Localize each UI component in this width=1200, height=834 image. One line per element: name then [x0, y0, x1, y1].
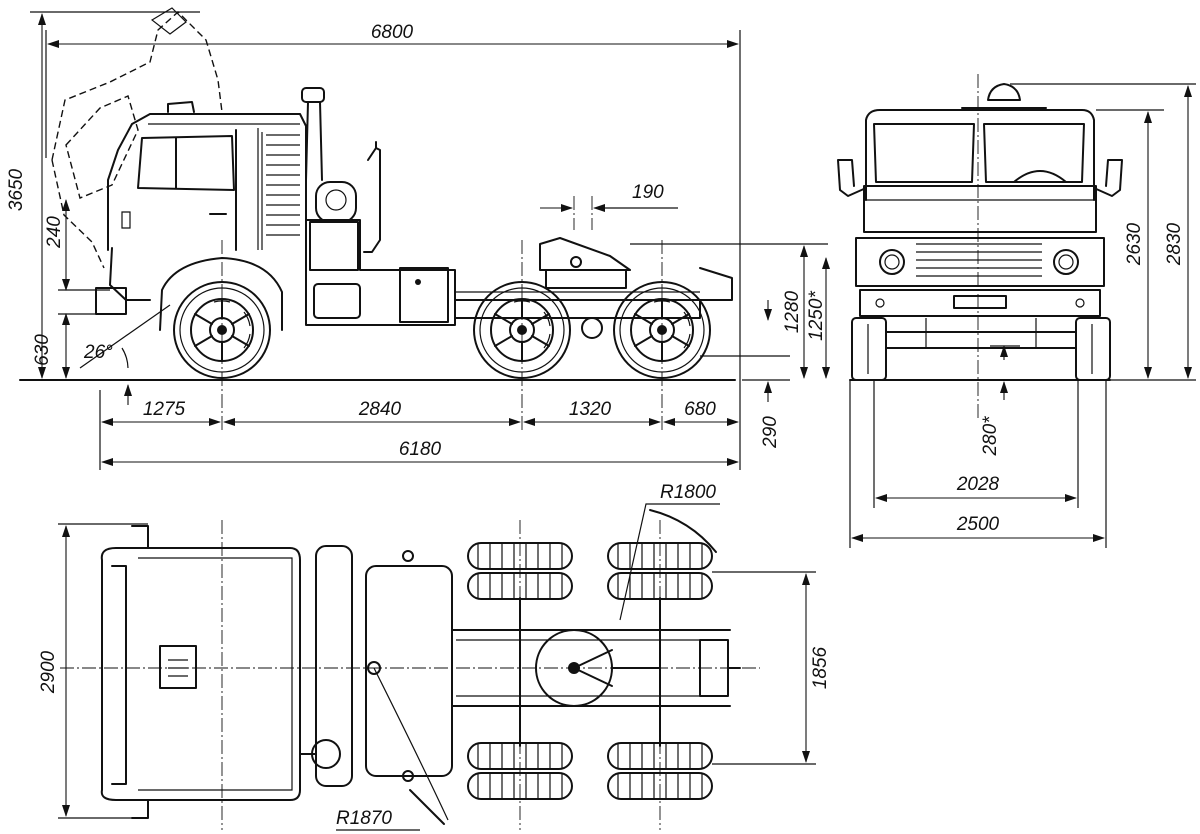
dim-fifth-wheel-height: 1280 — [782, 290, 803, 333]
dim-overall-width: 2500 — [956, 514, 1000, 535]
dim-overall-height: 3650 — [6, 168, 27, 211]
dim-ground-clearance: 280* — [980, 416, 1001, 457]
front-view: 2630 2830 280* 2028 2500 — [837, 74, 1196, 548]
license-plate — [953, 295, 1007, 309]
dim-frame-length: 6180 — [399, 439, 442, 460]
dim-turn-radius-front: R1870 — [336, 808, 392, 829]
dim-front-height-beacon: 2830 — [1164, 222, 1185, 266]
plan-view: 2900 1856 R1800 R1870 — [38, 482, 831, 831]
dim-track-width: 2028 — [956, 474, 1000, 495]
front-bumper — [95, 287, 127, 315]
fifth-wheel — [539, 237, 631, 289]
dim-overall-length: 6800 — [371, 22, 414, 43]
cab-roof — [100, 547, 301, 801]
front-cab — [865, 109, 1095, 201]
dim-frame-height: 290 — [760, 416, 781, 449]
dim-fifth-wheel-height-unloaded: 1250* — [806, 291, 827, 341]
front-wheel-arch — [159, 257, 283, 331]
dim-fifth-wheel-offset: 190 — [632, 182, 664, 203]
tilted-cab-outline — [51, 7, 223, 269]
dim-tilt-offset: 240 — [44, 216, 65, 249]
suspension-pivot — [581, 317, 603, 339]
roof-hatch — [159, 645, 197, 689]
fuel-tank — [365, 565, 453, 777]
dim-turn-radius-rear: R1800 — [660, 482, 716, 503]
side-view: 6800 3650 240 630 26° 1275 2840 1320 680… — [6, 7, 830, 470]
dim-front-height: 2630 — [1124, 222, 1145, 266]
spare-wheel — [315, 545, 353, 787]
dim-rear-overhang: 680 — [684, 399, 716, 420]
cab — [107, 101, 307, 301]
rear-fender — [699, 267, 733, 301]
headlight-right — [1053, 249, 1079, 275]
dim-wheelbase: 2840 — [358, 399, 402, 420]
dim-bumper-height: 630 — [32, 334, 53, 366]
dim-plan-width: 2900 — [38, 650, 59, 694]
roof-beacon — [987, 83, 1021, 101]
dim-approach-angle: 26° — [83, 342, 113, 363]
dim-rear-track: 1856 — [810, 646, 831, 689]
dim-rear-axle-spacing: 1320 — [569, 399, 612, 420]
dim-front-overhang: 1275 — [143, 399, 186, 420]
headlight-left — [879, 249, 905, 275]
frame — [305, 219, 701, 326]
air-intake-pipe — [301, 87, 381, 253]
